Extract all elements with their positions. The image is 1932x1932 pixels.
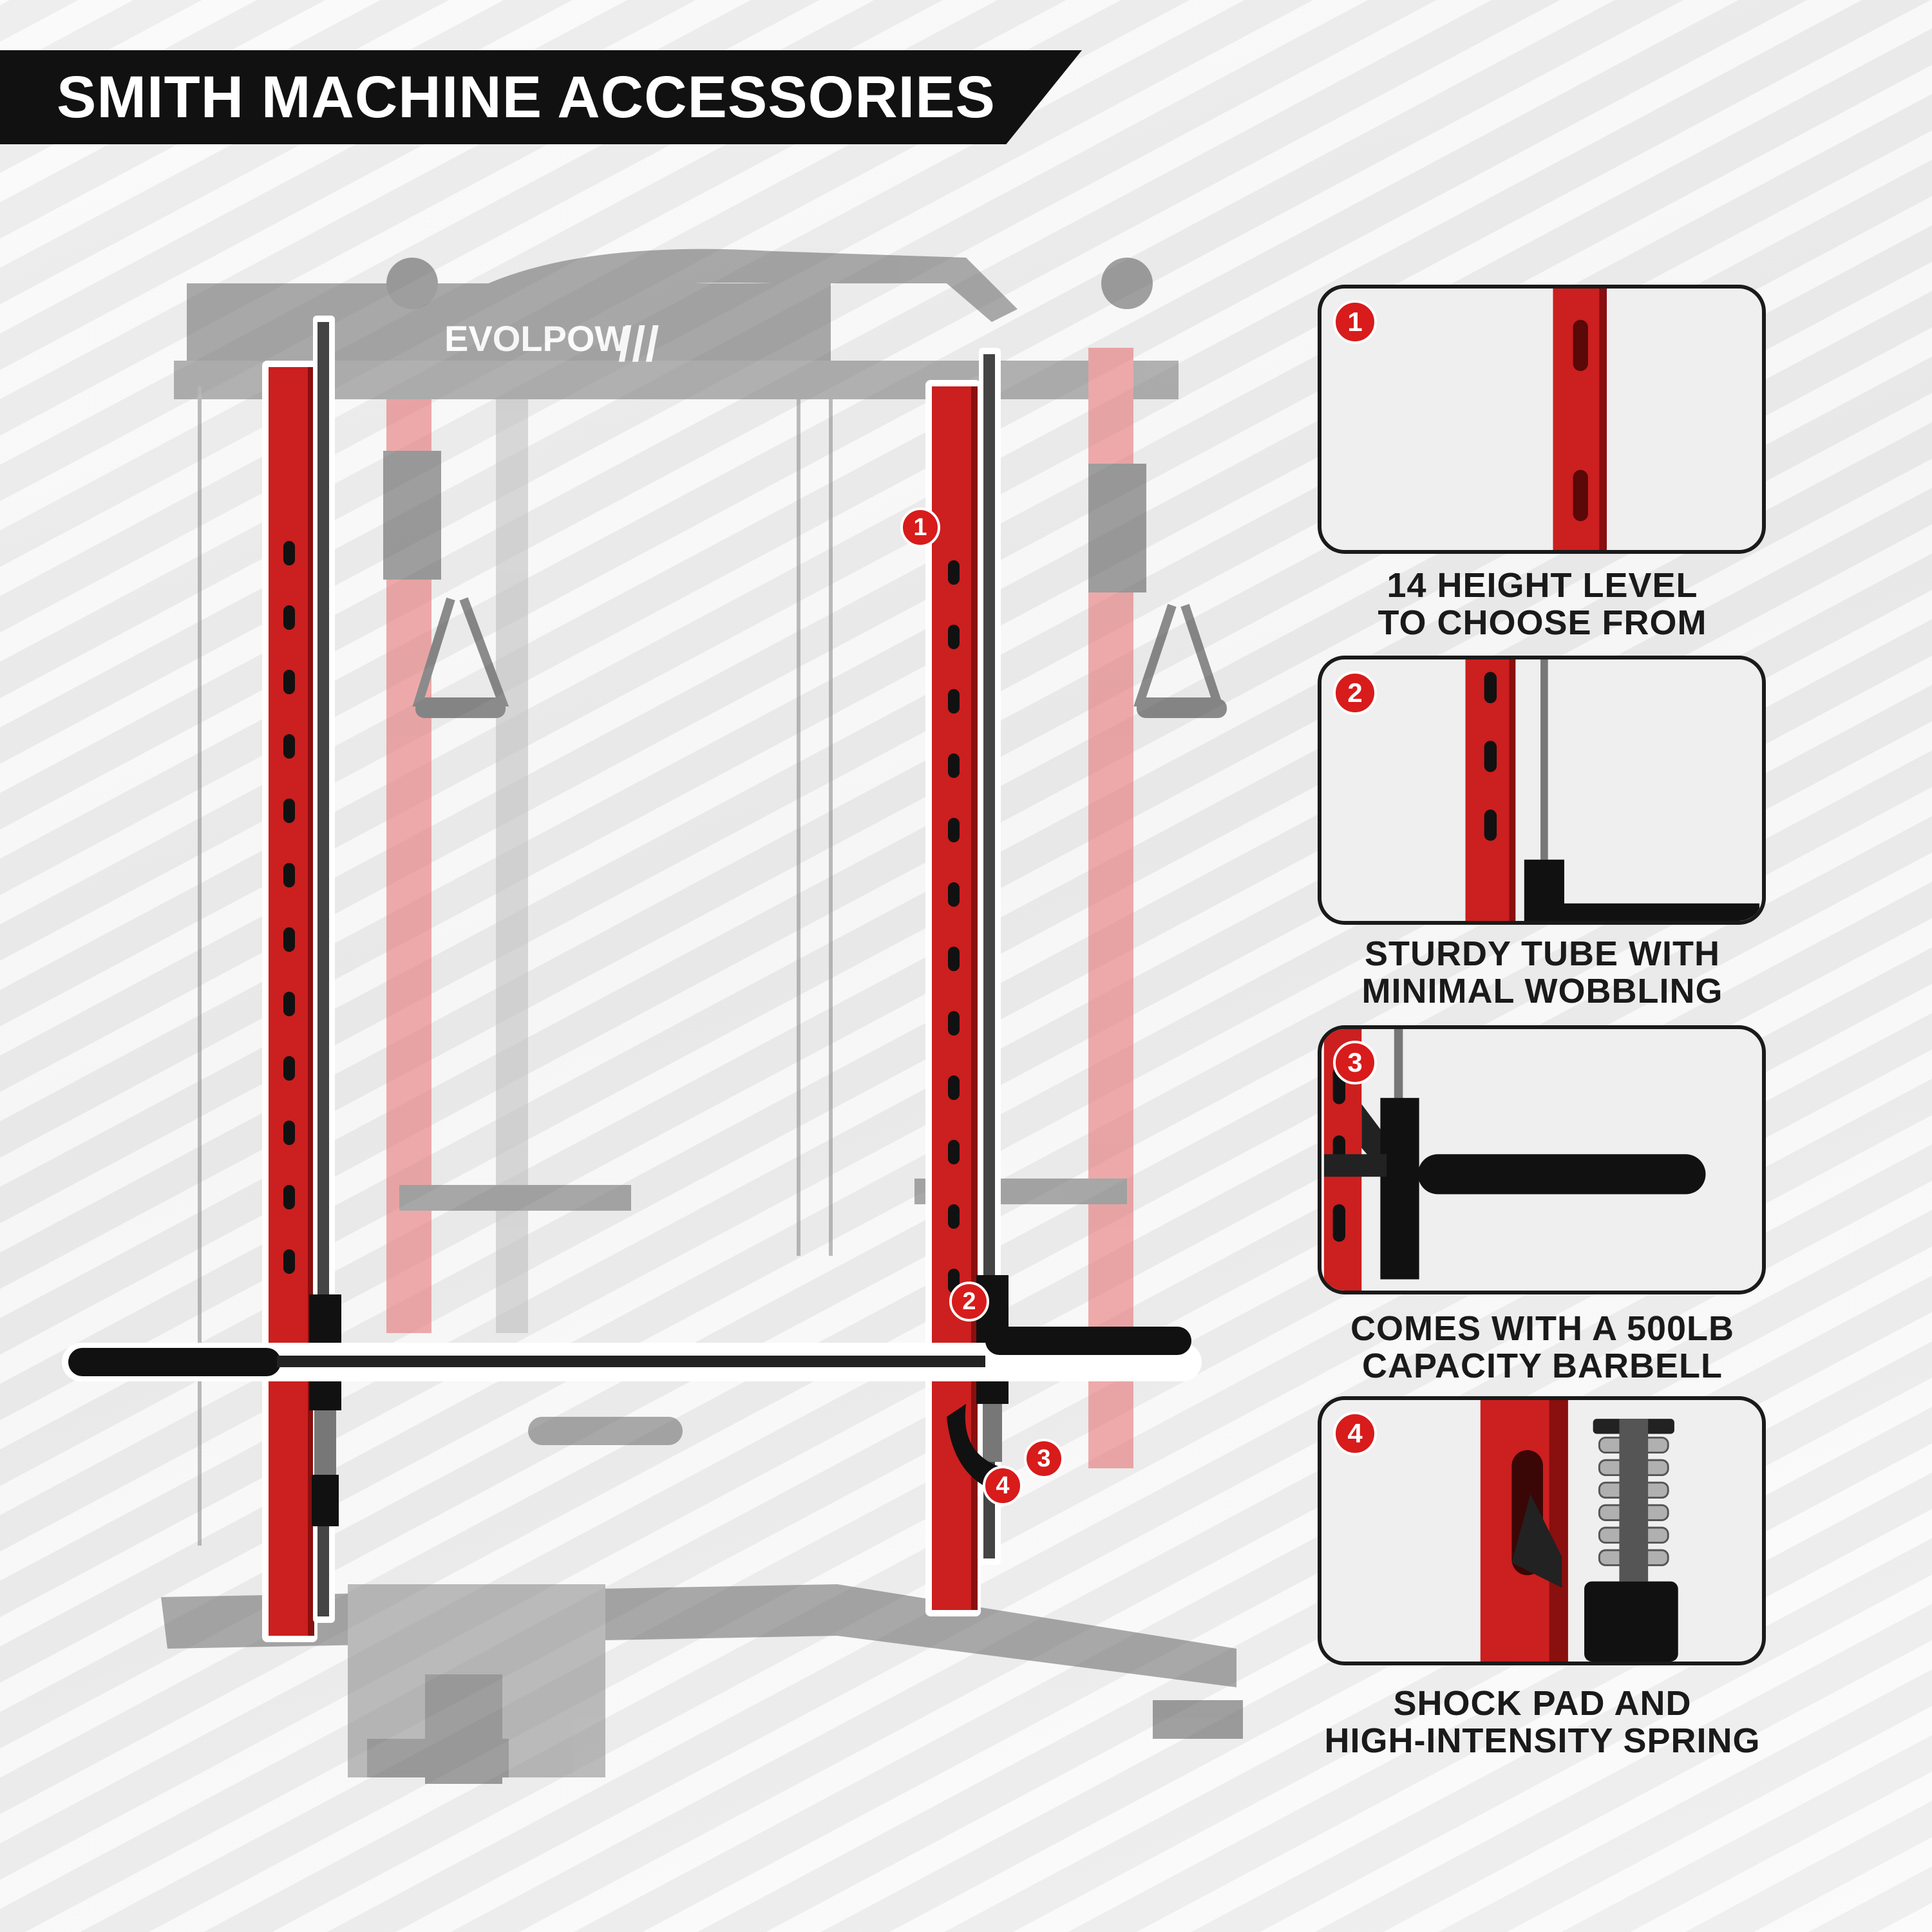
barbell: [62, 1327, 1202, 1381]
marker-1: 1: [900, 507, 940, 547]
left-upright: [262, 316, 341, 1642]
caption-line: STURDY TUBE WITH: [1365, 934, 1720, 973]
caption-line: 14 HEIGHT LEVEL: [1387, 566, 1698, 605]
feature-badge-1: 1: [1333, 300, 1377, 344]
caption-line: SHOCK PAD AND: [1393, 1684, 1692, 1723]
upright-holes-closeup: [1553, 289, 1607, 550]
marker-4: 4: [983, 1466, 1023, 1506]
caption-line: COMES WITH A 500LB: [1350, 1309, 1735, 1348]
caption-line: MINIMAL WOBBLING: [1361, 972, 1723, 1010]
spring-closeup: [1480, 1400, 1678, 1662]
feature-panel-barbell: 3: [1318, 1025, 1766, 1294]
caption-line: TO CHOOSE FROM: [1378, 603, 1707, 642]
caption-line: HIGH-INTENSITY SPRING: [1324, 1721, 1761, 1760]
guide-rod-closeup: [1465, 659, 1760, 921]
page-title: SMITH MACHINE ACCESSORIES: [57, 64, 996, 130]
title-banner: SMITH MACHINE ACCESSORIES: [0, 50, 1082, 144]
marker-2: 2: [949, 1282, 989, 1321]
feature-panel-height-levels: 1: [1318, 285, 1766, 554]
feature-panel-shock-spring: 4: [1318, 1396, 1766, 1665]
smith-machine-illustration: EVOLPOW ///: [62, 249, 1243, 1784]
barbell-sleeve-closeup: [1323, 1029, 1706, 1291]
frame-faded: EVOLPOW ///: [161, 249, 1243, 1784]
caption-line: CAPACITY BARBELL: [1361, 1347, 1723, 1385]
right-upright: [925, 348, 1009, 1616]
feature-badge-4: 4: [1333, 1412, 1377, 1455]
brand-logo: EVOLPOW: [444, 318, 629, 359]
feature-badge-3: 3: [1333, 1041, 1377, 1084]
marker-3: 3: [1024, 1439, 1064, 1479]
feature-panel-sturdy-tube: 2: [1318, 656, 1766, 925]
feature-caption-4: SHOCK PAD AND HIGH-INTENSITY SPRING: [1275, 1685, 1810, 1759]
feature-caption-2: STURDY TUBE WITH MINIMAL WOBBLING: [1275, 935, 1810, 1010]
feature-badge-2: 2: [1333, 671, 1377, 715]
feature-caption-1: 14 HEIGHT LEVEL TO CHOOSE FROM: [1275, 567, 1810, 641]
feature-caption-3: COMES WITH A 500LB CAPACITY BARBELL: [1275, 1310, 1810, 1385]
brand-mark: ///: [618, 317, 659, 372]
